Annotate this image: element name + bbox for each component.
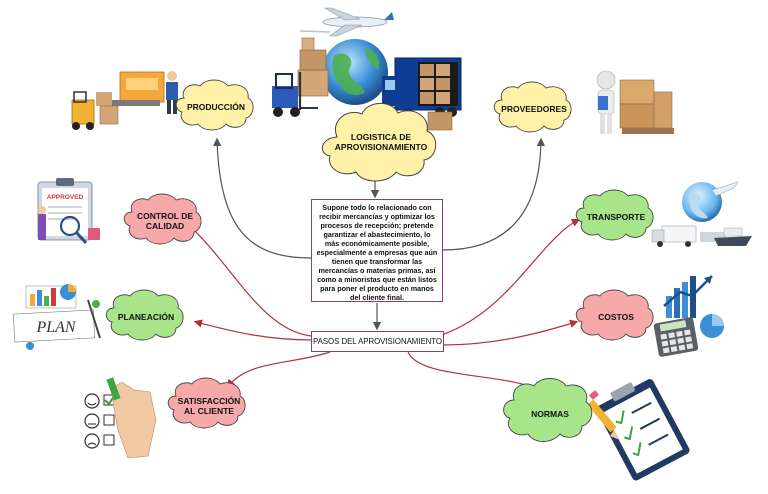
planeacion-cloud — [105, 289, 184, 341]
production-line-illustration — [71, 71, 178, 130]
pencil-icon — [587, 390, 620, 440]
costs-illustration — [653, 275, 724, 357]
forklift-icon — [272, 72, 318, 117]
pallet-boxes-icon — [297, 37, 329, 97]
approved-stamp-text: APPROVED — [47, 194, 84, 201]
norms-clipboard-illustration — [596, 379, 690, 481]
approved-clipboard-illustration: APPROVED — [37, 178, 100, 245]
connector-to-transporte — [443, 218, 581, 335]
globe-icon — [322, 39, 388, 105]
transport-illustration — [651, 181, 752, 247]
connector-to-produccion — [213, 137, 312, 259]
satisfaccion-cloud — [167, 377, 246, 429]
plan-illustration: PLAN — [13, 284, 101, 350]
logistics-illustration — [272, 7, 462, 131]
supplier-illustration — [596, 70, 674, 134]
airplane-icon — [299, 7, 394, 37]
normas-cloud — [503, 378, 593, 442]
neutral-face-icon — [84, 413, 100, 429]
produccion-cloud — [175, 79, 254, 131]
proveedores-cloud — [493, 81, 572, 133]
connector-to-satisfaccion — [226, 351, 331, 388]
truck-icon — [382, 57, 462, 117]
magnifier-icon — [59, 215, 81, 237]
steps-box: PASOS DEL APROVISIONAMIENTO — [311, 331, 444, 352]
connector-to-costos — [443, 319, 579, 346]
control-calidad-cloud — [123, 193, 202, 245]
connector-to-proveedores — [442, 137, 546, 251]
costos-cloud — [575, 289, 654, 341]
sad-face-icon — [84, 433, 100, 449]
person-head-icon — [596, 70, 616, 90]
connector-to-control-calidad — [183, 220, 312, 337]
central-cloud — [321, 102, 437, 182]
happy-face-icon — [84, 393, 100, 409]
transport-globe-icon — [682, 182, 722, 222]
transporte-cloud — [575, 189, 654, 241]
description-box: Supone todo lo relacionado con recibir m… — [311, 199, 443, 302]
connector-to-planeacion — [193, 319, 312, 341]
plan-text: PLAN — [35, 319, 76, 336]
satisfaction-illustration — [84, 377, 157, 459]
worker-head-icon — [167, 71, 177, 81]
